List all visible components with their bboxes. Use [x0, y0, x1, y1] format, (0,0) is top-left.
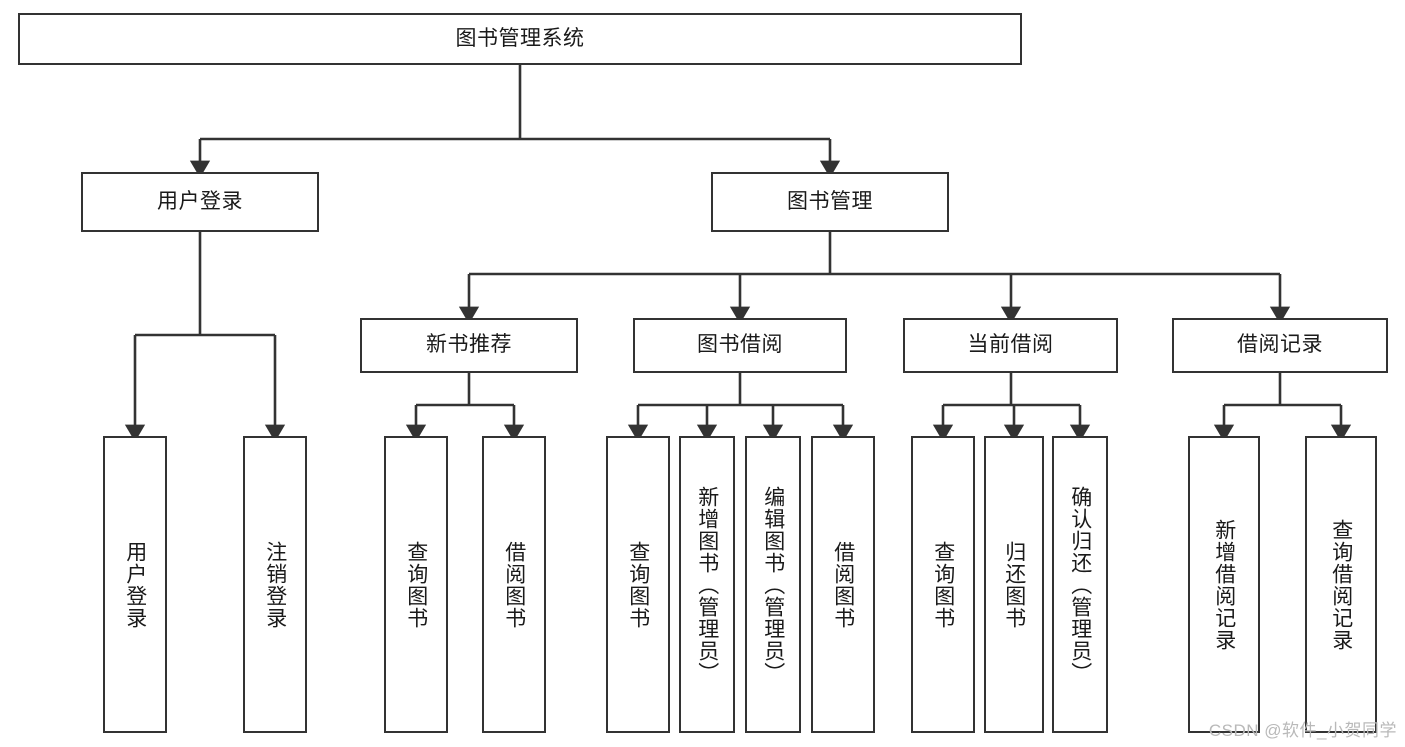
node-book-borrow[interactable]: 图书借阅 — [633, 318, 847, 373]
node-user-login[interactable]: 用户登录 — [81, 172, 319, 232]
watermark-csdn: CSDN @软件_小贺同学 — [1208, 721, 1397, 740]
node-label: 查询借阅记录 — [1329, 518, 1353, 651]
node-label: 归还图书 — [1002, 540, 1026, 629]
node-label: 借阅图书 — [502, 540, 526, 629]
node-label: 确认归还（管理员） — [1068, 485, 1092, 684]
node-leaf-edit-book[interactable]: 编辑图书（管理员） — [745, 436, 801, 733]
node-label: 注销登录 — [263, 540, 287, 629]
node-label: 新增借阅记录 — [1212, 518, 1236, 651]
node-label: 图书管理 — [787, 189, 873, 213]
node-label: 新书推荐 — [426, 333, 512, 357]
node-label: 用户登录 — [157, 189, 243, 213]
node-label: 查询图书 — [404, 540, 428, 629]
node-current-loan[interactable]: 当前借阅 — [903, 318, 1118, 373]
node-leaf-user-logout[interactable]: 注销登录 — [243, 436, 307, 733]
node-leaf-query-book-2[interactable]: 查询图书 — [606, 436, 670, 733]
node-label: 当前借阅 — [967, 333, 1054, 357]
node-loan-record[interactable]: 借阅记录 — [1172, 318, 1388, 373]
node-leaf-query-book-3[interactable]: 查询图书 — [911, 436, 975, 733]
node-label: 借阅记录 — [1237, 333, 1323, 357]
node-label: 查询图书 — [931, 540, 955, 629]
node-leaf-query-book-1[interactable]: 查询图书 — [384, 436, 448, 733]
node-root[interactable]: 图书管理系统 — [18, 13, 1022, 65]
node-leaf-return-book[interactable]: 归还图书 — [984, 436, 1044, 733]
node-leaf-add-book[interactable]: 新增图书（管理员） — [679, 436, 735, 733]
node-leaf-confirm-return[interactable]: 确认归还（管理员） — [1052, 436, 1108, 733]
node-label: 编辑图书（管理员） — [761, 485, 785, 684]
node-leaf-borrow-book-1[interactable]: 借阅图书 — [482, 436, 546, 733]
node-leaf-borrow-book-2[interactable]: 借阅图书 — [811, 436, 875, 733]
node-label: 查询图书 — [626, 540, 650, 629]
node-label: 图书借阅 — [697, 333, 783, 357]
node-label: 用户登录 — [123, 540, 147, 629]
node-label: 借阅图书 — [831, 540, 855, 629]
node-new-book-rec[interactable]: 新书推荐 — [360, 318, 578, 373]
node-label: 图书管理系统 — [455, 26, 585, 50]
node-leaf-query-loan-rec[interactable]: 查询借阅记录 — [1305, 436, 1377, 733]
node-leaf-add-loan-rec[interactable]: 新增借阅记录 — [1188, 436, 1260, 733]
node-leaf-user-login[interactable]: 用户登录 — [103, 436, 167, 733]
node-label: 新增图书（管理员） — [695, 485, 719, 684]
node-book-mgmt[interactable]: 图书管理 — [711, 172, 949, 232]
